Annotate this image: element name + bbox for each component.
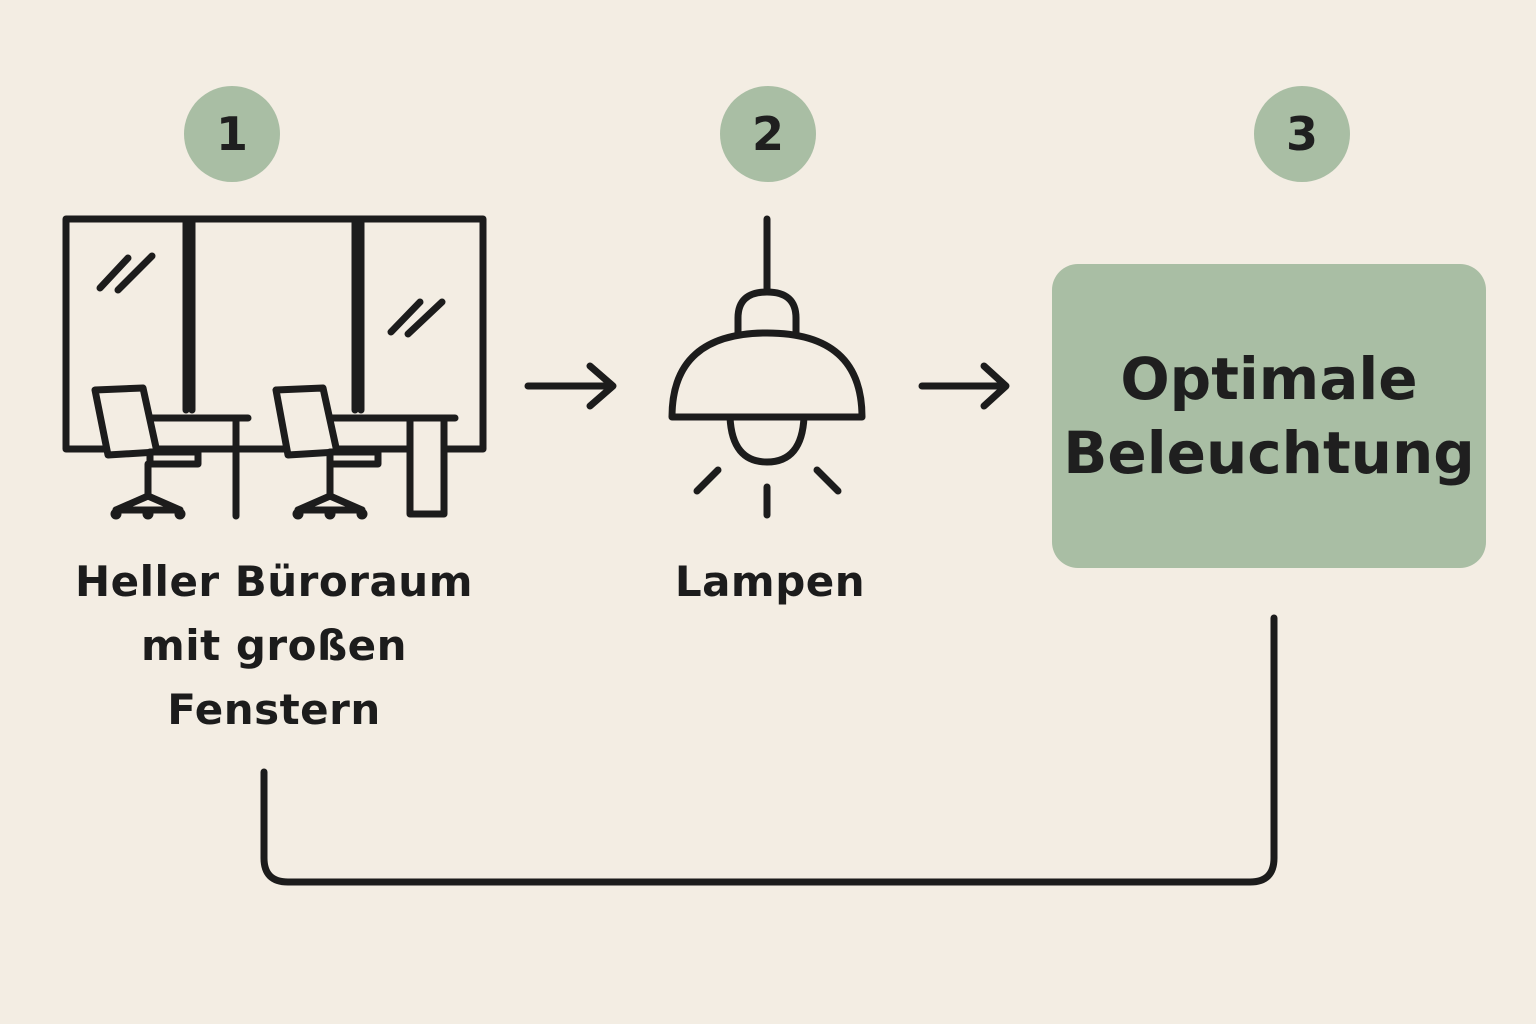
- step-1-label: Heller Büroraum mit großen Fenstern: [40, 550, 508, 742]
- arrow-right-2: [918, 362, 1010, 410]
- step-1-label-line-1: Heller Büroraum: [75, 557, 473, 606]
- result-line-2: Beleuchtung: [1063, 419, 1475, 487]
- step-1-label-line-3: Fenstern: [167, 685, 381, 734]
- step-1-badge: 1: [184, 86, 280, 182]
- step-1-label-line-2: mit großen: [140, 621, 408, 670]
- result-line-1: Optimale: [1120, 345, 1418, 413]
- arrow-right-1: [524, 362, 617, 410]
- pendant-lamp-icon: [668, 215, 866, 519]
- step-1-number: 1: [215, 107, 248, 161]
- result-box: Optimale Beleuchtung: [1052, 264, 1486, 568]
- step-2-label: Lampen: [674, 557, 866, 606]
- feedback-connector: [260, 614, 1278, 886]
- step-3-badge: 3: [1254, 86, 1350, 182]
- office-window-icon: [62, 215, 487, 520]
- step-2-badge: 2: [720, 86, 816, 182]
- step-3-number: 3: [1285, 107, 1318, 161]
- step-2-number: 2: [751, 107, 784, 161]
